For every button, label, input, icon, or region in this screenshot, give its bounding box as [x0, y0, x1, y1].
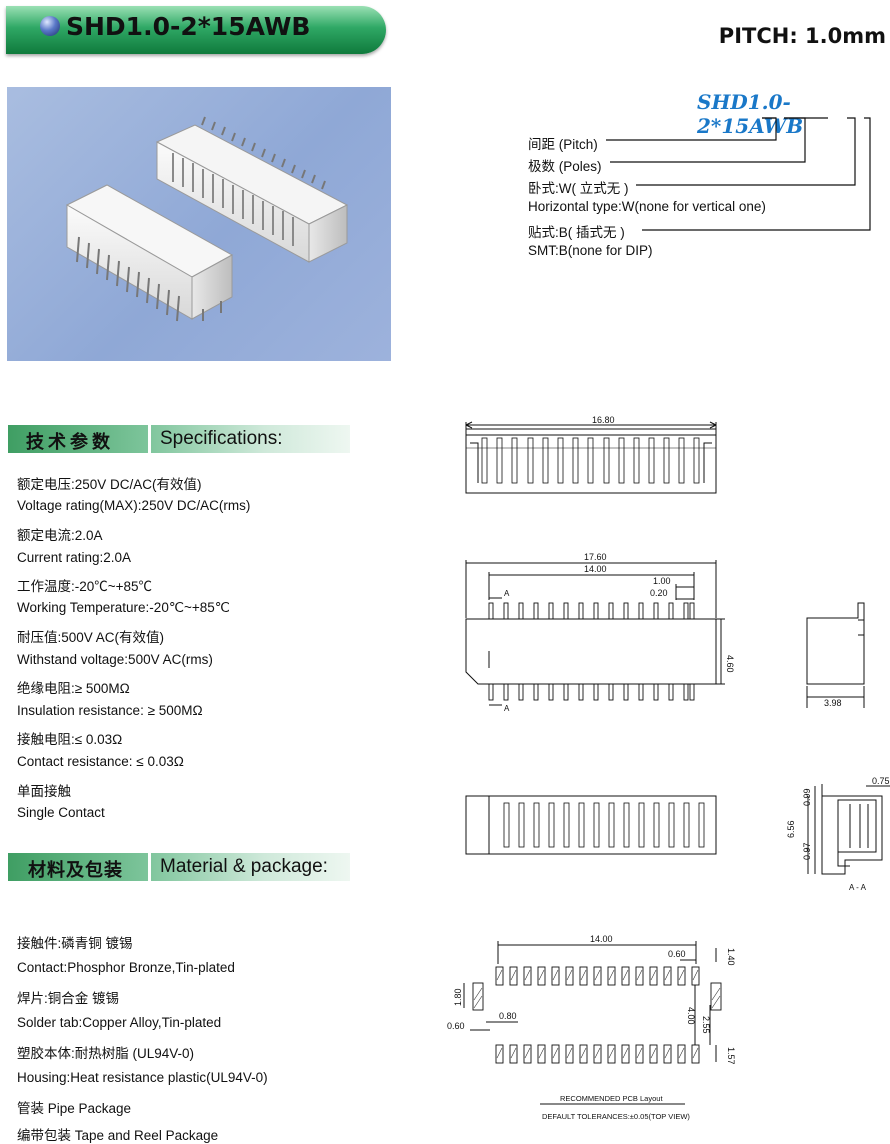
key-smt-en: SMT:B(none for DIP) [528, 243, 653, 258]
dim-1-00: 1.00 [653, 576, 671, 586]
section-label: A - A [849, 883, 867, 892]
spec-line: Withstand voltage:500V AC(rms) [17, 652, 213, 667]
dim-1-57: 1.57 [726, 1047, 736, 1065]
product-title: SHD1.0-2*15AWB [66, 12, 311, 41]
dim-0-60-pad: 0.60 [447, 1021, 465, 1031]
heading-divider [148, 425, 151, 453]
spec-line: Working Temperature:-20℃~+85℃ [17, 600, 230, 615]
bottom-view [465, 795, 717, 855]
specifications-heading-bar [8, 425, 350, 453]
dim-0-75: 0.75 [872, 776, 890, 786]
dim-0-20: 0.20 [650, 588, 668, 598]
key-pitch: 间距 (Pitch) [528, 137, 598, 152]
product-photo [7, 87, 391, 361]
dim-16-80: 16.80 [592, 415, 615, 425]
dim-1-80: 1.80 [453, 988, 463, 1006]
dim-6-56: 6.56 [786, 820, 796, 838]
material-heading-en: Material & package: [160, 856, 328, 877]
key-horizontal-cn: 卧式:W( 立式无 ) [528, 181, 629, 196]
dim-4-00: 4.00 [686, 1007, 696, 1025]
material-line: Solder tab:Copper Alloy,Tin-plated [17, 1015, 222, 1030]
material-line: 接触件:磷青铜 镀锡 [17, 936, 133, 951]
material-heading-bar [8, 853, 350, 881]
material-line: 编带包装 Tape and Reel Package [17, 1128, 219, 1143]
title-banner [6, 6, 386, 54]
spec-line: Insulation resistance: ≥ 500MΩ [17, 703, 203, 718]
dim-14-00-pcb: 14.00 [590, 934, 613, 944]
pcb-layout-label: RECOMMENDED PCB Layout [560, 1094, 663, 1103]
key-poles: 极数 (Poles) [528, 159, 602, 174]
key-horizontal-en: Horizontal type:W(none for vertical one) [528, 199, 766, 214]
spec-line: 耐压值:500V AC(有效值) [17, 630, 165, 645]
heading-divider [148, 853, 151, 881]
spec-line: Single Contact [17, 805, 105, 820]
part-number-leader-lines [606, 117, 871, 231]
spec-line: 绝缘电阻:≥ 500MΩ [17, 681, 130, 696]
connector-photo-illustration [65, 116, 349, 322]
section-a-a-view [807, 784, 890, 875]
spec-line: 接触电阻:≤ 0.03Ω [17, 732, 123, 747]
dim-2-55: 2.55 [701, 1016, 711, 1034]
material-line: 塑胶本体:耐热树脂 (UL94V-0) [17, 1046, 195, 1061]
specifications-heading-cn: 技术参数 [26, 432, 114, 453]
pcb-layout-view [463, 941, 722, 1105]
spec-line: 工作温度:-20℃~+85℃ [17, 579, 153, 594]
specifications-heading-en: Specifications: [160, 428, 283, 449]
section-marker-top: A [504, 589, 510, 598]
pitch-label: PITCH: 1.0mm [718, 24, 886, 48]
spec-line: Contact resistance: ≤ 0.03Ω [17, 754, 184, 769]
material-line: Contact:Phosphor Bronze,Tin-plated [17, 960, 235, 975]
material-line: 焊片:铜合金 镀锡 [17, 991, 120, 1006]
side-view [806, 602, 865, 708]
top-view [465, 421, 717, 494]
dim-0-97: 0.97 [802, 842, 812, 860]
spec-line: 单面接触 [17, 784, 71, 799]
material-line: Housing:Heat resistance plastic(UL94V-0) [17, 1070, 268, 1085]
dim-0-60: 0.60 [668, 949, 686, 959]
dim-0-80: 0.80 [499, 1011, 517, 1021]
spec-line: Current rating:2.0A [17, 550, 132, 565]
section-marker-bottom: A [504, 704, 510, 713]
material-line: 管装 Pipe Package [17, 1101, 132, 1116]
bullet-icon [40, 16, 60, 36]
key-smt-cn: 贴式:B( 插式无 ) [528, 225, 625, 240]
spec-line: Voltage rating(MAX):250V DC/AC(rms) [17, 498, 251, 513]
tolerance-label: DEFAULT TOLERANCES:±0.05(TOP VIEW) [542, 1112, 690, 1121]
dim-1-40: 1.40 [726, 948, 736, 966]
dim-0-99: 0.99 [802, 788, 812, 806]
front-view [465, 560, 725, 706]
material-heading-cn: 材料及包装 [28, 860, 123, 881]
spec-line: 额定电流:2.0A [17, 528, 103, 543]
spec-line: 额定电压:250V DC/AC(有效值) [17, 477, 202, 492]
part-number-code: SHD1.0-2*15AWB [697, 90, 804, 138]
dim-3-98: 3.98 [824, 698, 842, 708]
dim-14-00: 14.00 [584, 564, 607, 574]
dim-4-60: 4.60 [725, 655, 735, 673]
dim-17-60: 17.60 [584, 552, 607, 562]
